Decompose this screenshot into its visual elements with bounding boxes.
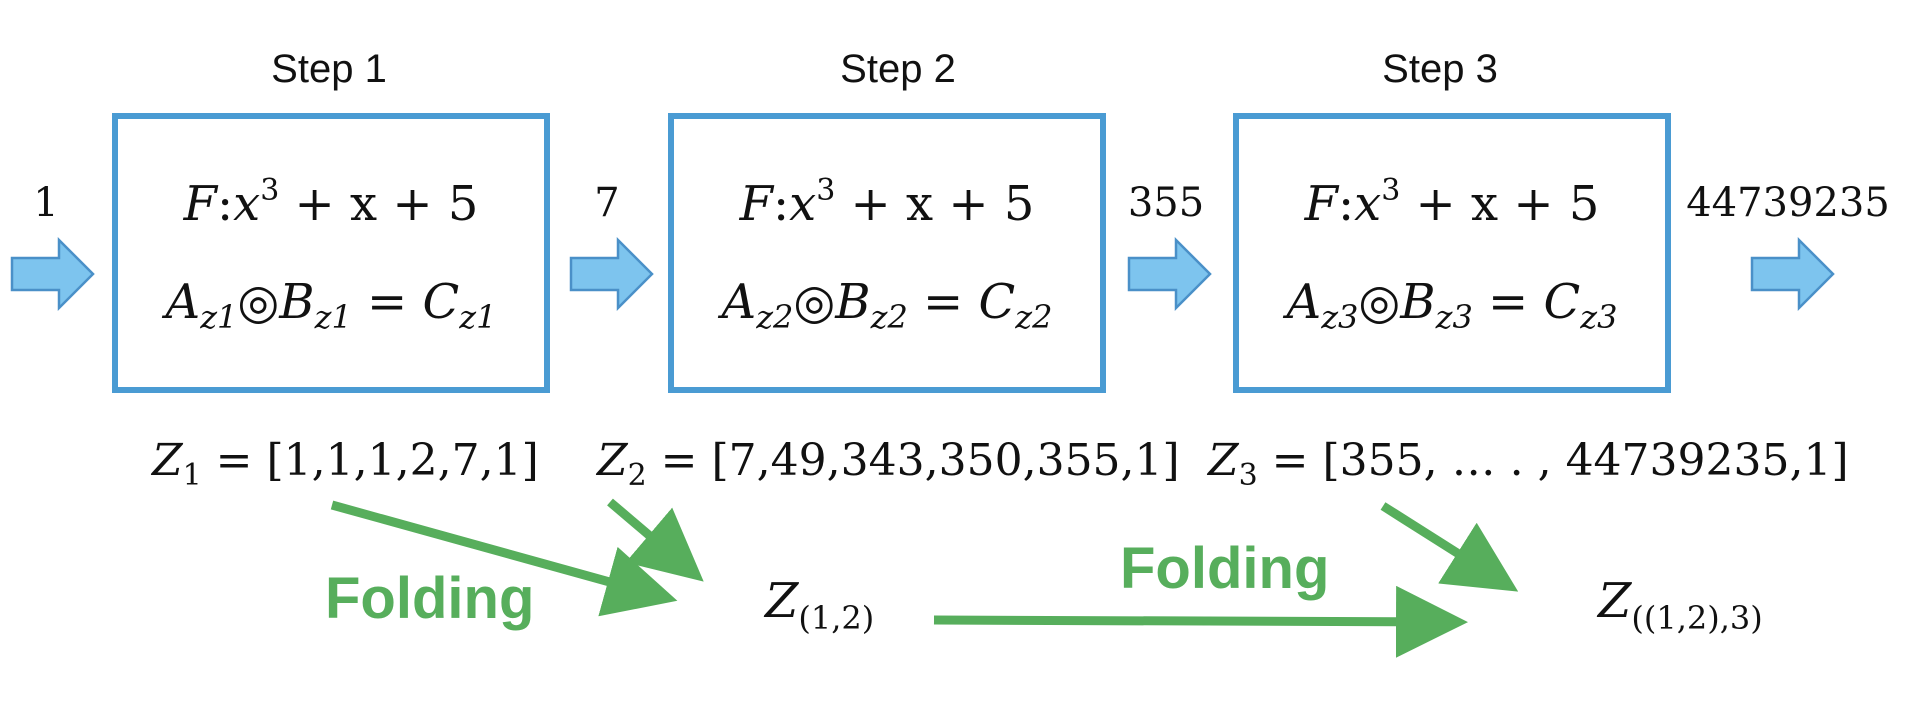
step-3-title: Step 3 [1382,47,1498,91]
step-1-constraint: Az1◎Bz1 = Cz1 [162,274,497,336]
z3-vector: Z3 = [355, … . , 44739235,1] [1206,435,1849,493]
step-3-function: F:x3 + x + 5 [1304,173,1600,232]
step-2-constraint: Az2◎Bz2 = Cz2 [718,274,1053,336]
step-3-box [1233,113,1671,393]
step-2-title: Step 2 [840,47,956,91]
folding-arrow-z2 [607,498,704,582]
folding-label-1: Folding [325,566,534,631]
step-2-box [668,113,1106,393]
z-folded-1-2: Z(1,2) [763,573,874,637]
step-2-function: F:x3 + x + 5 [739,173,1035,232]
flow-value-1: 1 [33,180,58,226]
step-1-box [112,113,550,393]
flow-value-2: 7 [594,180,619,226]
flow-arrow-2 [569,236,654,312]
folding-arrow-z12 [933,585,1468,658]
flow-arrow-3 [1127,236,1212,312]
step-1-title: Step 1 [271,47,387,91]
flow-value-4: 44739235 [1686,180,1890,226]
flow-arrow-4 [1750,236,1835,312]
folding-label-2: Folding [1120,536,1329,601]
z2-vector: Z2 = [7,49,343,350,355,1] [595,435,1180,493]
z1-vector: Z1 = [1,1,1,2,7,1] [150,435,539,493]
step-1-function: F:x3 + x + 5 [183,173,479,232]
folding-arrow-z1 [330,500,678,617]
z-folded-12-3: Z((1,2),3) [1596,573,1763,637]
flow-arrow-1 [10,236,95,312]
flow-value-3: 355 [1128,180,1204,226]
folding-arrow-z3 [1380,502,1519,592]
step-3-constraint: Az3◎Bz3 = Cz3 [1283,274,1618,336]
